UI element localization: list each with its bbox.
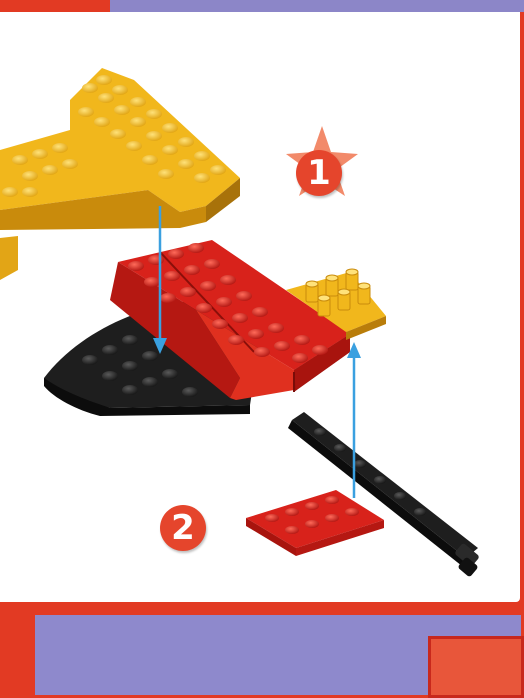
small-red-plate bbox=[246, 490, 384, 556]
black-rod bbox=[288, 412, 480, 578]
step-1-number: 1 bbox=[307, 153, 331, 193]
step-2-number: 2 bbox=[171, 508, 195, 548]
corner-box bbox=[428, 636, 524, 698]
step-1-badge: 1 bbox=[296, 150, 342, 196]
step-2-badge: 2 bbox=[160, 505, 206, 551]
